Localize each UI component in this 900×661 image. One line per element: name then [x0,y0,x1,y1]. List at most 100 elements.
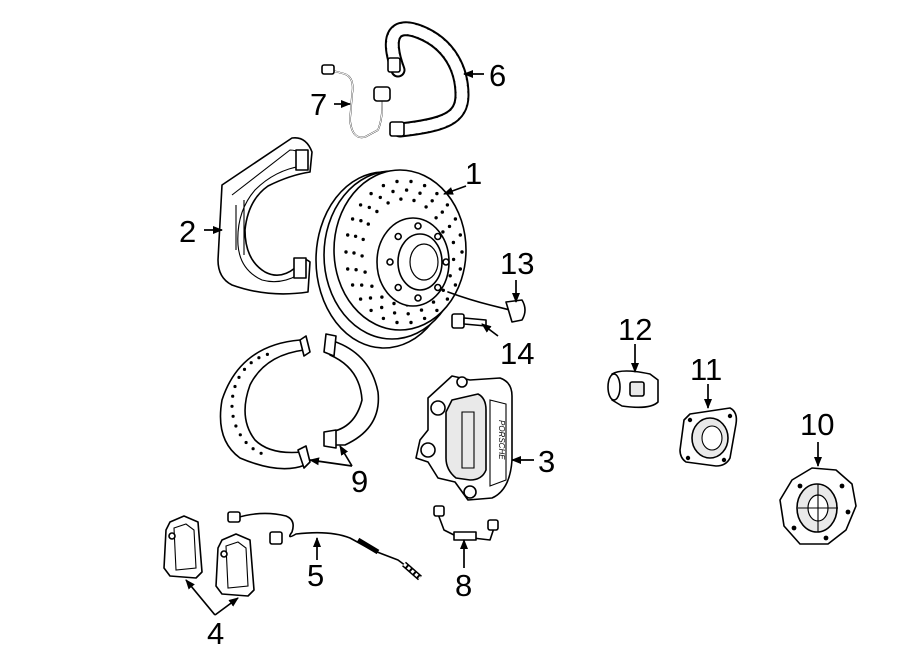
rotor-drill-hole [412,198,416,203]
rotor-drill-hole [431,300,436,304]
rotor-drill-hole [460,250,464,254]
callout-5: 5 [307,558,324,593]
rotor-bolt-hole [414,222,422,230]
rotor-bolt-hole [414,294,422,302]
rotor-drill-hole [422,316,427,321]
brake-hose [384,21,470,138]
rotor-drill-hole [422,183,427,188]
callout-11: 11 [690,352,722,387]
brake-caliper: PORSCHE [415,375,513,501]
rotor-drill-hole [350,283,355,287]
rotor-bolt-hole [442,258,450,266]
callout-14: 14 [500,336,534,371]
rotor-drill-hole [453,283,458,287]
rotor-drill-hole [361,237,365,242]
rotor-drill-hole [406,312,410,316]
callout-9: 9 [351,464,368,499]
callout-2: 2 [179,214,196,249]
callout-8: 8 [455,568,472,603]
shoe-lining-dot [231,394,235,398]
rotor-drill-hole [353,234,358,238]
rotor-drill-hole [370,284,374,288]
caliper-lettering: PORSCHE [497,420,506,460]
rotor-drill-hole [440,210,444,214]
splash-shield [217,136,313,295]
callout-7: 7 [310,87,327,122]
rotor-drill-hole [391,189,395,194]
rotor-drill-hole [434,216,438,220]
rotor-drill-hole [409,179,413,184]
shoe-lining-dot [251,447,255,451]
rotor-drill-hole [418,191,422,195]
wheel-hub [779,467,857,545]
rotor-drill-hole [386,201,390,205]
rotor-drill-hole [380,305,384,310]
brake-pads [163,515,255,597]
leader-arrows [185,70,822,616]
rotor-drill-hole [435,308,439,313]
rotor-drill-hole [441,288,445,292]
rotor-drill-hole [419,308,424,312]
shoe-lining-dot [231,414,235,418]
rotor-drill-hole [380,295,384,299]
rotor-drill-hole [367,205,371,210]
rotor-drill-hole [359,219,363,223]
rotor-drill-hole [363,270,367,274]
rotor-drill-hole [395,320,399,325]
rotor-drill-hole [445,297,450,301]
callout-3: 3 [538,444,555,479]
callout-10: 10 [800,407,834,442]
callout-4: 4 [207,616,224,651]
rotor-drill-hole [435,191,439,196]
rotor-drill-hole [381,183,386,188]
shoe-lining-dot [233,384,237,389]
parking-brake-shoes [219,333,380,470]
rotor-drill-hole [399,197,403,201]
rotor-drill-hole [358,297,363,301]
caliper-brake-line [433,505,499,541]
rotor-drill-hole [441,230,445,234]
rotor-drill-hole [451,240,456,245]
rotor-bolt-hole [394,232,403,241]
rotor-drill-hole [346,233,350,237]
wear-sensor [447,291,526,323]
rotor-drill-hole [369,191,373,196]
rotor-drill-hole [392,311,397,315]
rotor-drill-hole [404,188,409,192]
rotor-bolt-hole [433,232,442,241]
callout-13: 13 [500,246,534,281]
rotor-drill-hole [395,179,399,184]
shoe-lining-dot [244,440,248,445]
rotor-drill-hole [448,274,452,278]
callout-1: 1 [465,156,482,191]
rotor-drill-hole [381,316,386,321]
rotor-drill-hole [354,268,358,272]
shoe-lining-dot [249,361,253,365]
shoe-lining-dot [257,356,261,360]
rotor-drill-hole [358,203,363,207]
rotor-drill-hole [346,267,350,271]
shoe-lining-dot [259,451,263,455]
rotor-bolt-hole [433,283,442,292]
brake-rotor [315,169,467,349]
rotor-bolt-hole [394,283,403,292]
callout-12: 12 [618,312,652,347]
rotor-drill-hole [369,308,373,313]
rotor-drill-hole [360,283,364,287]
shoe-lining-dot [242,367,247,371]
hub-flange-plate [679,407,738,467]
rotor-drill-hole [409,320,413,325]
rotor-drill-hole [458,267,462,271]
rotor-drill-hole [360,254,364,258]
callout-6: 6 [489,58,506,93]
wheel-bearing [607,370,659,409]
pad-wear-sensor [227,511,422,581]
rotor-bolt-hole [386,258,394,266]
shoe-lining-dot [234,424,238,428]
rotor-drill-hole [352,251,356,255]
rotor-drill-hole [424,205,428,209]
rotor-drill-hole [366,222,370,226]
shoe-lining-dot [265,352,269,356]
rotor-drill-hole [350,217,355,221]
